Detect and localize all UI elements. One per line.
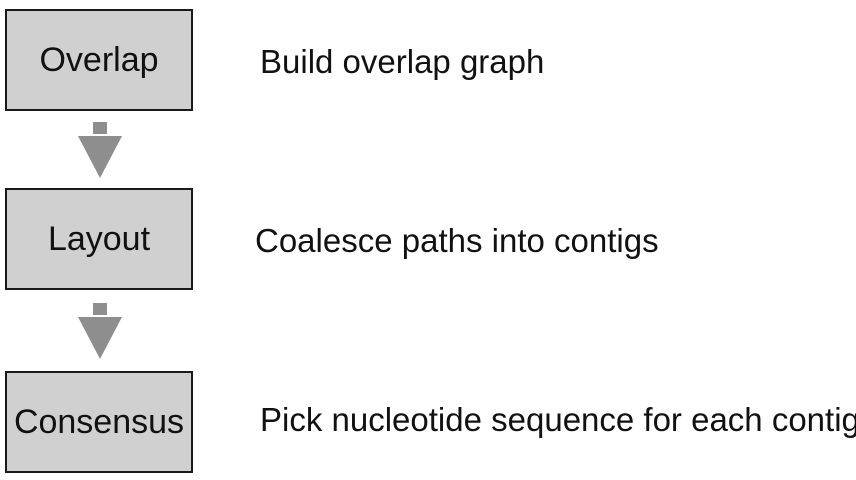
step-label-consensus: Consensus: [13, 402, 185, 441]
step-description-overlap: Build overlap graph: [260, 43, 545, 80]
step-description-consensus: Pick nucleotide sequence for each contig: [260, 401, 856, 438]
step-description-layout: Coalesce paths into contigs: [255, 222, 659, 259]
down-arrow-icon: [78, 122, 122, 178]
step-box-consensus: Consensus: [5, 371, 193, 473]
down-arrow-icon: [78, 303, 122, 359]
step-box-layout: Layout: [5, 188, 193, 290]
step-label-overlap: Overlap: [39, 40, 159, 79]
step-label-layout: Layout: [47, 219, 151, 258]
step-box-overlap: Overlap: [5, 9, 193, 111]
